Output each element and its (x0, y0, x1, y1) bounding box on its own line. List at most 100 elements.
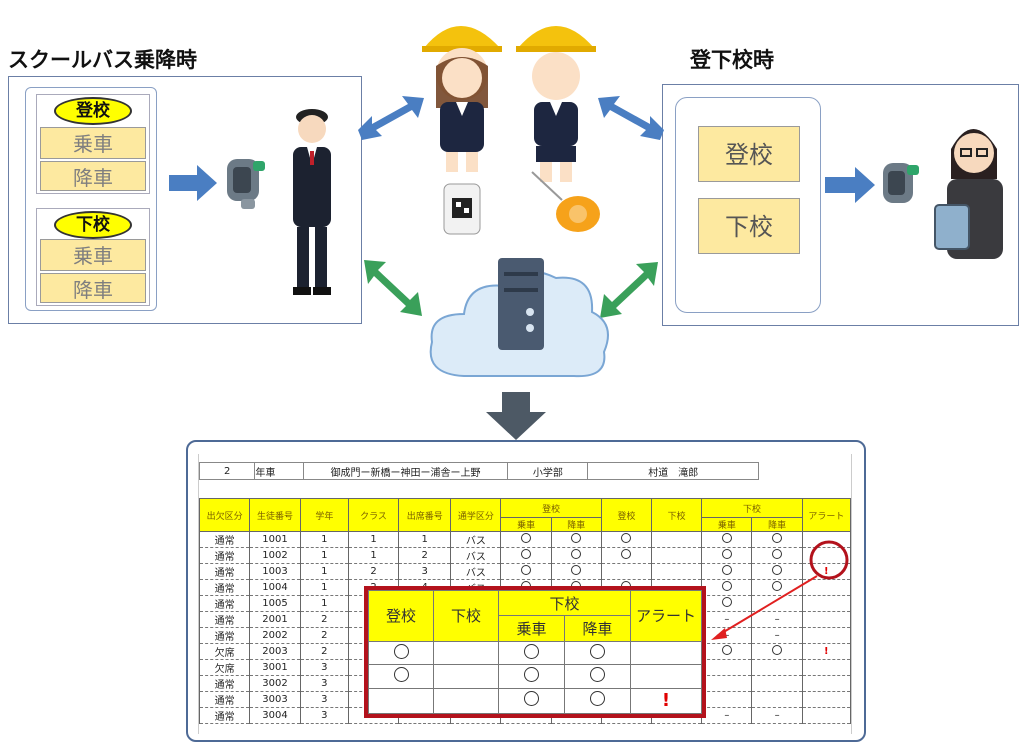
zoom-cell (433, 640, 499, 666)
table-cell: 欠席 (198, 643, 251, 660)
col-header: 出席番号 (398, 498, 452, 532)
bus-section-title: スクールバス乗降時 (8, 48, 197, 72)
col-header: クラス (347, 498, 400, 532)
table-cell: 2 (398, 547, 452, 564)
check-circle-icon (590, 643, 605, 659)
table-cell: 1 (347, 531, 400, 548)
zoom-cell (498, 640, 565, 666)
info-row: 2 年車 御成門ー新橋ー神田ー浦舎ー上野 小学部 村道 滝郎 (198, 462, 759, 480)
check-circle-icon (571, 565, 582, 575)
zoom-cell (433, 687, 499, 715)
table-cell: 2002 (249, 627, 301, 644)
table-cell (701, 675, 753, 692)
table-cell: 3 (299, 675, 349, 692)
col-header: 出欠区分 (198, 498, 251, 532)
table-cell (751, 691, 803, 708)
check-circle-icon (621, 533, 632, 543)
table-cell (600, 563, 653, 580)
table-cell (701, 563, 753, 580)
table-cell (801, 675, 852, 692)
table-cell: 通常 (198, 675, 251, 692)
zoom-cell: ! (630, 687, 702, 715)
table-cell: 通常 (198, 707, 251, 724)
col-header: 降車 (550, 517, 602, 532)
check-circle-icon (571, 549, 582, 559)
alight-box: 降車 (40, 273, 146, 303)
school-status-card: 登校 下校 (675, 97, 821, 313)
check-circle-icon (721, 533, 732, 543)
table-cell: 通常 (198, 563, 251, 580)
zoom-cell (564, 687, 631, 715)
table-cell (751, 675, 803, 692)
board-box: 乗車 (40, 127, 146, 159)
table-cell: 通常 (198, 611, 251, 628)
table-cell (751, 643, 803, 660)
table-cell (500, 563, 552, 580)
table-cell (751, 659, 803, 676)
cloud-server-icon (429, 258, 609, 378)
table-cell: 1 (299, 531, 349, 548)
table-cell: 1003 (249, 563, 301, 580)
info-cell: 年車 (254, 462, 304, 480)
check-circle-icon (393, 643, 409, 659)
table-cell: 1004 (249, 579, 301, 596)
table-cell (801, 611, 852, 628)
table-cell (600, 547, 653, 564)
table-cell (500, 547, 552, 564)
table-cell: 1 (299, 595, 349, 612)
table-cell (550, 563, 602, 580)
table-cell (701, 547, 753, 564)
table-cell (801, 659, 852, 676)
students-icon (422, 26, 600, 235)
zoom-cell (498, 687, 565, 715)
table-cell: 3002 (249, 675, 301, 692)
table-cell: 1002 (249, 547, 301, 564)
table-cell (600, 531, 653, 548)
zoom-cell (630, 664, 702, 689)
col-header: 生徒番号 (249, 498, 301, 532)
table-cell: ! (801, 643, 852, 660)
info-cell: 御成門ー新橋ー神田ー浦舎ー上野 (302, 462, 509, 480)
zoom-row: ! (368, 687, 702, 715)
table-cell (701, 659, 753, 676)
right-arrow-icon (825, 167, 875, 203)
table-cell: 2 (299, 611, 349, 628)
check-circle-icon (393, 666, 409, 682)
check-circle-icon (721, 581, 732, 591)
check-circle-icon (721, 597, 732, 607)
table-cell (801, 579, 852, 596)
table-cell: 1 (398, 531, 452, 548)
col-header: 乗車 (701, 517, 753, 532)
right-arrow-icon (169, 165, 217, 201)
table-cell: 通常 (198, 691, 251, 708)
info-cell: 村道 滝郎 (587, 462, 759, 480)
zoom-cell (368, 687, 434, 715)
school-section-title: 登下校時 (690, 48, 774, 72)
check-circle-icon (521, 533, 532, 543)
down-arrow-icon (486, 392, 546, 440)
check-circle-icon (590, 691, 605, 707)
check-circle-icon (571, 533, 582, 543)
table-cell: バス (450, 563, 502, 580)
check-circle-icon (521, 549, 532, 559)
conductor-icon (293, 109, 331, 295)
table-cell: 1005 (249, 595, 301, 612)
check-circle-icon (621, 549, 632, 559)
check-circle-icon (772, 645, 783, 655)
table-cell (651, 547, 703, 564)
table-cell: 通常 (198, 547, 251, 564)
col-header: 登校 (600, 498, 653, 532)
info-cell: 小学部 (507, 462, 589, 480)
check-circle-icon (721, 645, 732, 655)
alight-box: 降車 (40, 161, 146, 191)
col-header: 降車 (751, 517, 803, 532)
teacher-icon (934, 129, 1003, 259)
zoom-cell (564, 640, 631, 666)
table-cell: 欠席 (198, 659, 251, 676)
from-school-group: 下校 乗車 降車 (36, 208, 150, 306)
table-cell: 2 (299, 627, 349, 644)
table-cell: 3004 (249, 707, 301, 724)
col-header: 下校 (701, 498, 803, 518)
table-cell: 3 (398, 563, 452, 580)
